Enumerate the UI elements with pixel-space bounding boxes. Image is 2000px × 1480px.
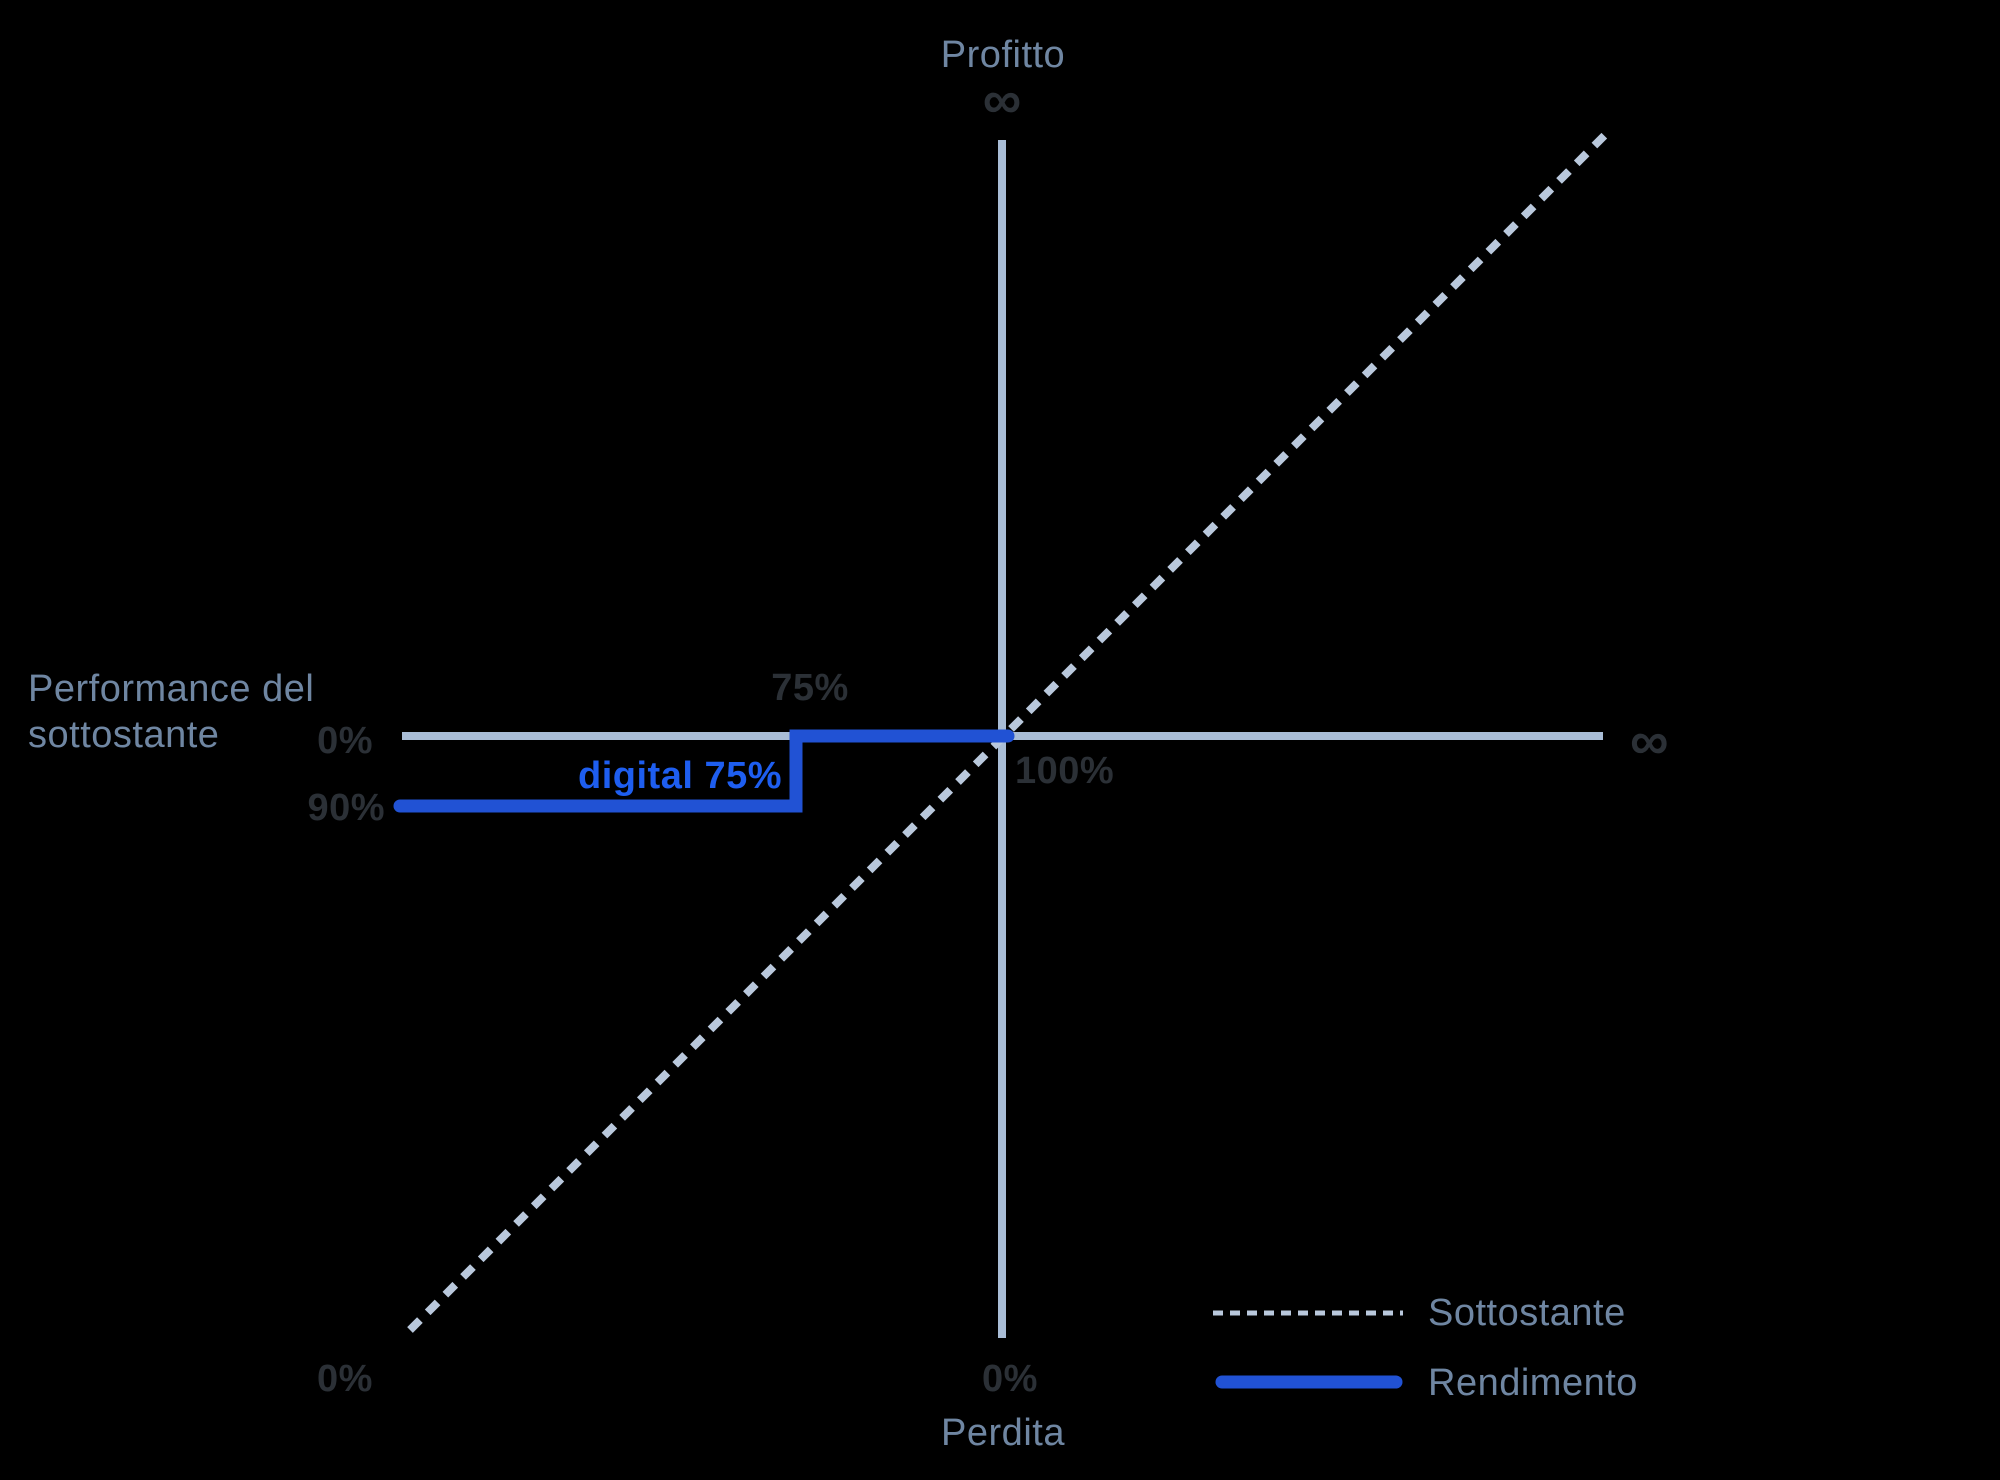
tick-ninety: 90% <box>307 787 385 829</box>
x-axis-title-line1: Performance del <box>28 668 315 710</box>
legend-label-rendimento: Rendimento <box>1428 1362 1638 1404</box>
tick-zero-bottom-center: 0% <box>982 1358 1038 1400</box>
underlying-diagonal-line <box>407 132 1608 1333</box>
y-axis-max-infinity: ∞ <box>982 70 1022 130</box>
y-axis-title-loss: Perdita <box>941 1412 1065 1454</box>
tick-zero-left: 0% <box>317 720 373 762</box>
x-axis-title-line2: sottostante <box>28 714 220 756</box>
tick-hundred: 100% <box>1015 750 1115 792</box>
y-axis-title-profit: Profitto <box>940 34 1066 76</box>
payoff-step-line <box>393 729 1015 813</box>
digital-annotation: digital 75% <box>578 755 782 797</box>
x-axis-max-infinity: ∞ <box>1630 711 1669 771</box>
tick-seventy-five: 75% <box>771 667 849 709</box>
legend-label-sottostante: Sottostante <box>1428 1292 1626 1334</box>
tick-zero-bottom-left: 0% <box>317 1358 373 1400</box>
x-axis-title: Performance del sottostante <box>28 666 314 758</box>
